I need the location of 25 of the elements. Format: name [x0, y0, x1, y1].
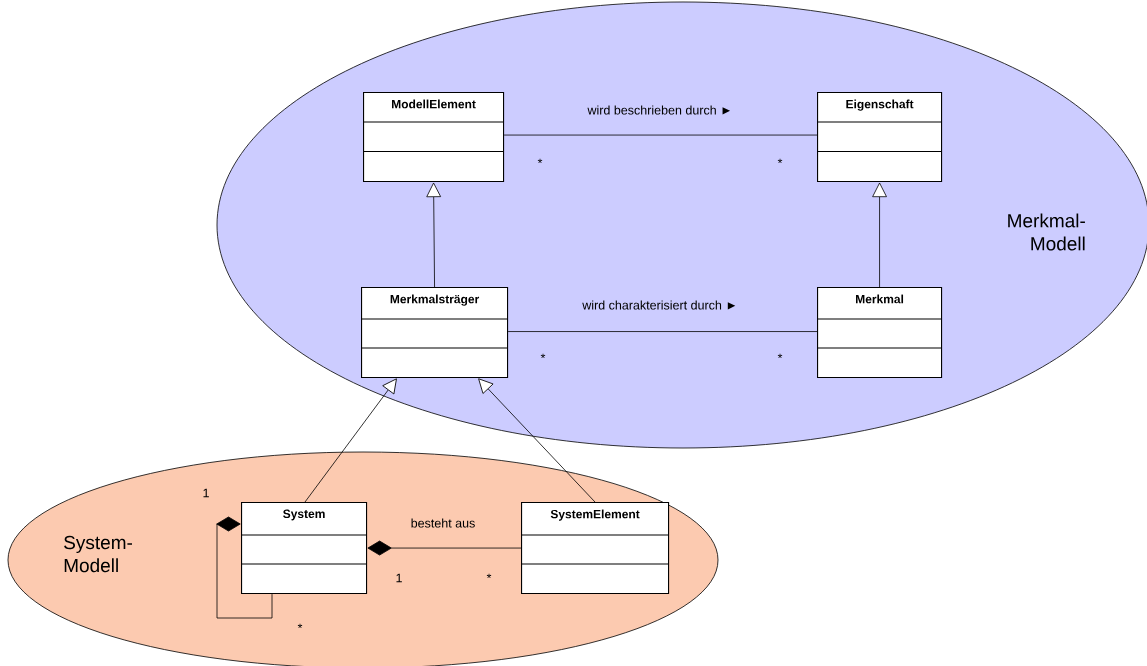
class-box: ModellElement: [362, 92, 505, 183]
edge-label: besteht aus: [409, 517, 477, 529]
class-box: System: [240, 502, 368, 595]
association-line: [507, 331, 818, 332]
multiplicity-label: *: [777, 158, 783, 164]
multiplicity-label: *: [540, 353, 546, 359]
multiplicity-label: *: [297, 623, 303, 629]
class-box: SystemElement: [520, 502, 670, 595]
generalization-arrow: [478, 378, 596, 503]
generalization-arrow: [304, 378, 397, 503]
multiplicity-label: *: [777, 353, 783, 359]
composition-line: [216, 516, 273, 619]
multiplicity-label: 1: [396, 573, 402, 583]
multiplicity-label: 1: [203, 488, 209, 498]
generalization-arrow: [426, 182, 442, 288]
edge-label: wird beschrieben durch ►: [586, 104, 734, 116]
class-box: Merkmalsträger: [360, 287, 509, 379]
association-line: [503, 134, 818, 136]
edge-label: wird charakterisiert durch ►: [581, 299, 739, 311]
multiplicity-label: *: [486, 573, 492, 579]
class-box: Eigenschaft: [816, 92, 943, 183]
multiplicity-label: *: [537, 158, 543, 164]
class-box: Merkmal: [816, 287, 943, 379]
generalization-arrow: [872, 182, 887, 288]
composition-line: [367, 540, 522, 556]
